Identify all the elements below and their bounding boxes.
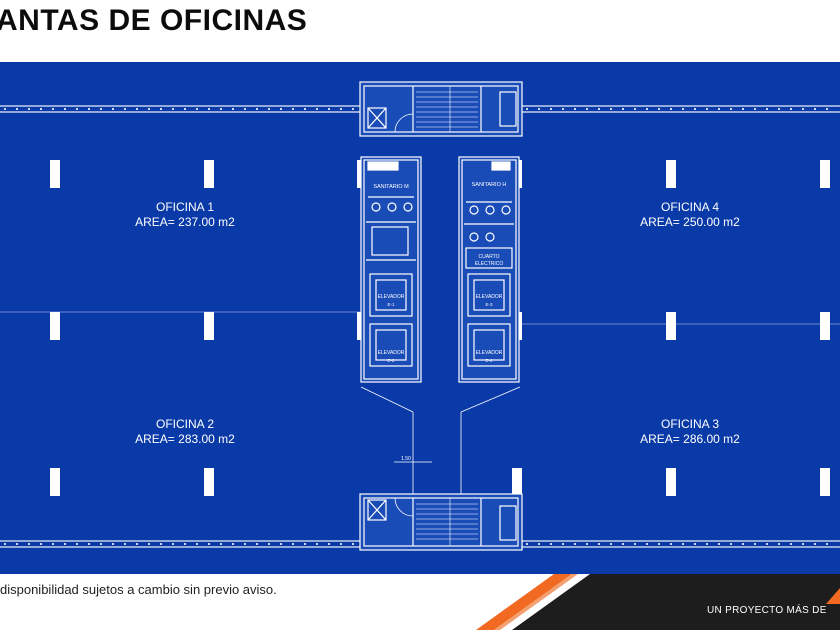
sanitario-m-label: SANITARIO M bbox=[373, 184, 409, 190]
stair-core-top bbox=[359, 81, 523, 137]
floor-plan-drawing: SANITARIO M SANITARIO H CUARTO ELECTRICO… bbox=[0, 81, 840, 551]
office-4-label: OFICINA 4 AREA= 250.00 m2 bbox=[615, 200, 765, 230]
footer-dark-shape bbox=[512, 574, 840, 630]
perimeter-walls bbox=[0, 105, 840, 548]
stair-core-bottom bbox=[359, 493, 523, 551]
service-core-right bbox=[458, 156, 520, 383]
elevator-label-3: ELEVADOR bbox=[476, 294, 503, 300]
office-2-name: OFICINA 2 bbox=[155, 417, 214, 431]
footer-accent-stripe-2 bbox=[494, 574, 578, 630]
elevator-label-4: ELEVADOR bbox=[476, 350, 503, 356]
brand-mark-shape bbox=[826, 588, 840, 604]
office-3-label: OFICINA 3 AREA= 286.00 m2 bbox=[615, 417, 765, 447]
elevator-tag-1: E-1 bbox=[387, 302, 395, 307]
page-title: ANTAS DE OFICINAS bbox=[0, 4, 308, 37]
office-3-area: AREA= 286.00 m2 bbox=[640, 432, 740, 446]
office-1-area: AREA= 237.00 m2 bbox=[135, 215, 235, 229]
elevator-tag-3: E-3 bbox=[485, 302, 493, 307]
disclaimer-note: disponibilidad sujetos a cambio sin prev… bbox=[0, 582, 277, 597]
elevator-tag-2: E-2 bbox=[387, 358, 395, 363]
office-2-area: AREA= 283.00 m2 bbox=[135, 432, 235, 446]
corridor bbox=[360, 386, 521, 494]
office-1-label: OFICINA 1 AREA= 237.00 m2 bbox=[110, 200, 260, 230]
floor-plan: SANITARIO M SANITARIO H CUARTO ELECTRICO… bbox=[0, 62, 840, 574]
office-4-name: OFICINA 4 bbox=[660, 200, 719, 214]
service-core-left bbox=[360, 156, 422, 383]
sanitario-h-label: SANITARIO H bbox=[472, 182, 507, 188]
elevator-label-1: ELEVADOR bbox=[378, 294, 405, 300]
office-4-area: AREA= 250.00 m2 bbox=[640, 215, 740, 229]
footer-accent-stripe bbox=[476, 574, 572, 630]
office-1-name: OFICINA 1 bbox=[155, 200, 214, 214]
dimension-label: 1.50 bbox=[401, 456, 411, 462]
elevator-tag-4: E-4 bbox=[485, 358, 493, 363]
cuarto-electrico-label-2: ELECTRICO bbox=[475, 261, 504, 267]
elevator-label-2: ELEVADOR bbox=[378, 350, 405, 356]
window-mullions bbox=[4, 108, 838, 545]
brand-tagline: UN PROYECTO MÁS DE bbox=[707, 605, 827, 616]
office-2-label: OFICINA 2 AREA= 283.00 m2 bbox=[110, 417, 260, 447]
cuarto-electrico-label-1: CUARTO bbox=[479, 254, 500, 260]
office-3-name: OFICINA 3 bbox=[660, 417, 719, 431]
footer-band bbox=[476, 574, 840, 630]
